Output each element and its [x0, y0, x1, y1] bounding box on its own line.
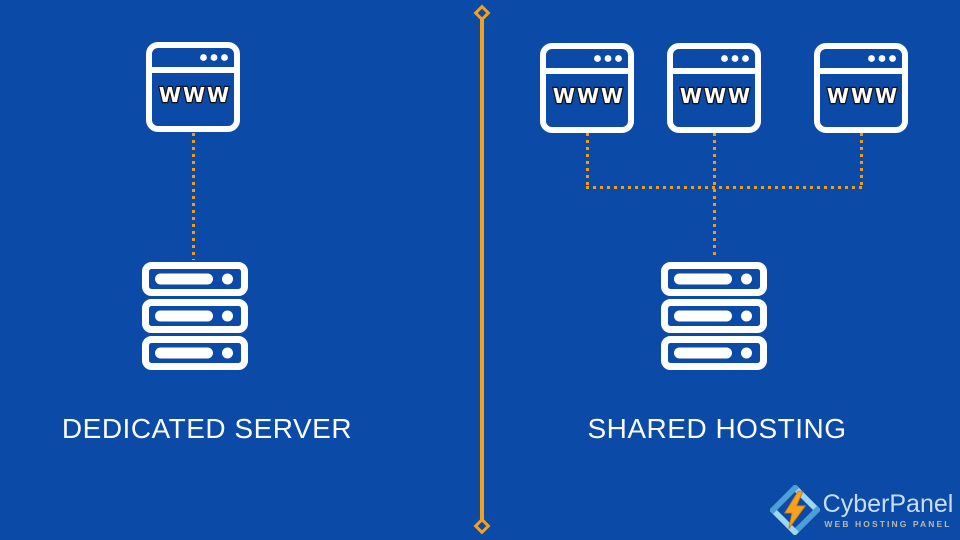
- cyberpanel-logo: CyberPanel WEB HOSTING PANEL: [770, 485, 954, 535]
- logo-name: CyberPanel: [822, 490, 954, 518]
- browser-dots-icon: [200, 54, 228, 61]
- browser-dots-icon: [594, 55, 622, 62]
- browser-dots-icon: [721, 55, 749, 62]
- www-label: WWW: [827, 84, 899, 108]
- browser-window-icon: WWW: [540, 43, 634, 133]
- browser-window-icon: WWW: [146, 42, 240, 132]
- divider-line: [480, 17, 484, 520]
- www-label: WWW: [680, 84, 752, 108]
- server-stack-icon: [661, 262, 767, 370]
- connector-shared-bus: [586, 186, 863, 189]
- shared-hosting-label: SHARED HOSTING: [587, 413, 847, 444]
- server-stack-icon: [142, 262, 248, 370]
- browser-window-icon: WWW: [667, 43, 761, 133]
- cyberpanel-logo-icon: [770, 485, 820, 535]
- www-label: WWW: [553, 84, 625, 108]
- connector-shared-2: [713, 133, 716, 259]
- lightning-bolt-icon: [783, 490, 807, 529]
- browser-window-icon: WWW: [814, 43, 908, 133]
- connector-shared-1: [586, 133, 589, 186]
- logo-tagline: WEB HOSTING PANEL: [824, 519, 952, 529]
- dedicated-server-label: DEDICATED SERVER: [61, 413, 353, 444]
- browser-dots-icon: [868, 55, 896, 62]
- connector-dedicated: [192, 133, 195, 260]
- www-label: WWW: [159, 83, 231, 107]
- divider-top-diamond-icon: [473, 4, 491, 22]
- divider-bottom-diamond-icon: [473, 517, 491, 535]
- connector-shared-3: [860, 133, 863, 186]
